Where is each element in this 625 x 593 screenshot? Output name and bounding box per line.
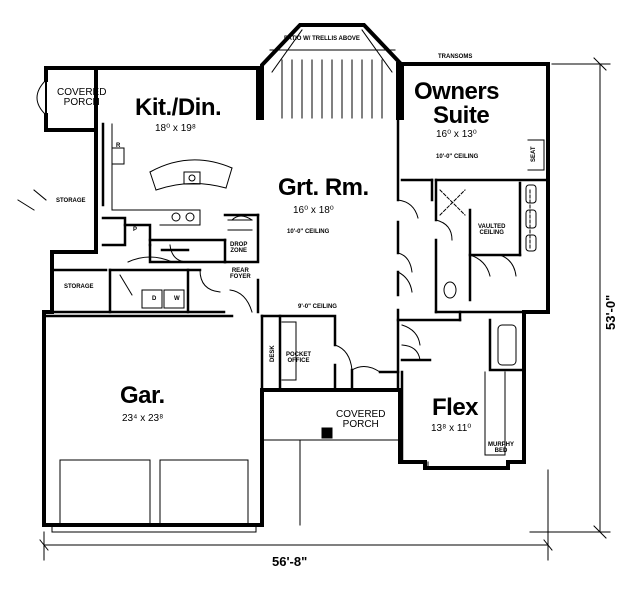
label-murphy-bed: MURPHY BED	[488, 442, 514, 454]
label-dryer: D	[152, 296, 157, 302]
label-patio: PATIO W/ TRELLIS ABOVE	[284, 36, 360, 42]
label-owners-suite-ceiling: 10'-0" CEILING	[436, 154, 479, 160]
label-rear-foyer: REAR FOYER	[230, 268, 251, 280]
rear-foyer-text: REAR FOYER	[230, 268, 251, 280]
label-seat: SEAT	[531, 146, 537, 162]
interior-walls	[42, 116, 550, 464]
dimension-width: 56'-8"	[272, 554, 308, 569]
label-great-room-ceiling: 10'-0" CEILING	[287, 229, 330, 235]
details	[17, 29, 611, 561]
label-storage-upper: STORAGE	[56, 198, 86, 204]
label-owners-suite-size: 16⁰ x 13⁰	[436, 129, 477, 140]
label-desk: DESK	[270, 345, 276, 362]
covered-porch-left-text: COVERED PORCH	[57, 87, 107, 108]
label-washer: W	[174, 296, 180, 302]
label-flex-size: 13⁸ x 11⁰	[431, 423, 472, 434]
label-great-room-size: 16⁰ x 18⁰	[293, 205, 334, 216]
label-great-room: Grt. Rm.	[278, 174, 369, 201]
label-pocket-office: POCKET OFFICE	[286, 352, 311, 364]
label-vaulted-ceiling: VAULTED CEILING	[478, 224, 505, 236]
label-owners-suite-line1: Owners	[414, 78, 500, 105]
label-refrigerator: R	[116, 143, 121, 149]
vaulted-ceiling-text: VAULTED CEILING	[478, 224, 506, 236]
label-transoms: TRANSOMS	[438, 54, 473, 60]
pocket-office-text: POCKET OFFICE	[286, 352, 312, 364]
label-covered-porch-left: COVERED PORCH	[57, 88, 106, 108]
label-kitchen-dining-size: 18⁰ x 19⁸	[155, 123, 197, 134]
label-pantry: P	[133, 227, 138, 233]
label-owners-suite-line2: Suite	[433, 102, 490, 129]
label-flex: Flex	[432, 394, 479, 421]
label-nine-ceiling: 9'-0" CEILING	[298, 304, 337, 310]
label-covered-porch-front: COVERED PORCH	[336, 410, 385, 430]
murphy-bed-text: MURPHY BED	[488, 442, 515, 454]
dimension-depth: 53'-0"	[603, 294, 618, 330]
label-garage-size: 23⁴ x 23⁸	[122, 413, 164, 424]
label-storage-lower: STORAGE	[64, 284, 94, 290]
drop-zone-text: DROP ZONE	[230, 242, 248, 254]
label-drop-zone: DROP ZONE	[230, 242, 247, 254]
label-kitchen-dining: Kit./Din.	[135, 94, 222, 121]
covered-porch-front-text: COVERED PORCH	[336, 409, 386, 430]
label-garage: Gar.	[120, 382, 165, 409]
